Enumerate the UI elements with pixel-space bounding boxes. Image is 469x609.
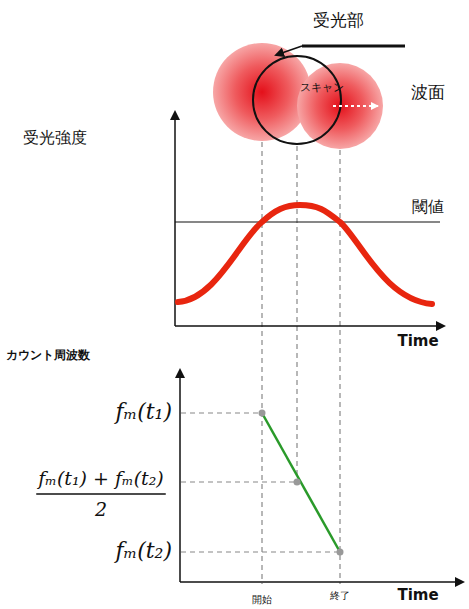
guide-line	[261, 142, 262, 584]
part-label: 受光部	[313, 11, 364, 31]
scan-arrow	[333, 105, 378, 107]
leader-arrow	[276, 46, 302, 55]
threshold-line	[175, 221, 440, 222]
data-point	[259, 410, 266, 417]
event-label: 終了	[330, 590, 350, 602]
wavefront-label: 波面	[411, 83, 445, 103]
axis-label: カウント周波数	[6, 349, 90, 363]
y-axis	[174, 112, 176, 326]
guide-line	[296, 146, 297, 482]
y-axis	[179, 370, 181, 582]
data-point	[337, 549, 344, 556]
x-axis	[180, 581, 463, 583]
axis-label: 受光強度	[23, 129, 87, 147]
x-axis	[175, 325, 444, 327]
leader-line	[302, 45, 405, 48]
receiver-circle	[253, 56, 341, 144]
guide-line	[181, 551, 340, 552]
wavefront-spot	[297, 63, 383, 149]
frequency-line	[262, 413, 340, 552]
threshold-label: 閾値	[412, 198, 444, 216]
math-label: 2	[95, 499, 107, 521]
event-label: 開始	[252, 594, 272, 606]
fraction-bar	[36, 493, 166, 495]
guide-line	[181, 481, 297, 482]
scan-label: スキャン	[300, 82, 344, 95]
data-point	[294, 479, 301, 486]
guide-line	[339, 150, 340, 584]
math-label: fₘ(t₁)	[116, 399, 172, 424]
guide-line	[181, 412, 262, 413]
math-label: fₘ(t₂)	[116, 538, 172, 563]
axis-label: Time	[397, 333, 438, 350]
math-label: fₘ(t₁) + fₘ(t₂)	[38, 468, 164, 490]
intensity-curve	[178, 205, 432, 304]
axis-label: Time	[397, 587, 438, 604]
